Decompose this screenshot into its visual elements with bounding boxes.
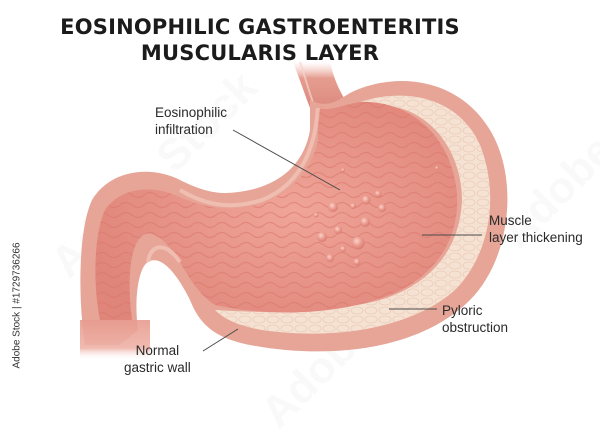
stock-watermark: Adobe Stock | #1729736266 [11, 242, 23, 369]
leader-line-normal [202, 328, 239, 352]
stomach-illustration [80, 61, 508, 360]
label-pyloric-obstruction: Pyloric obstruction [442, 302, 508, 336]
label-line: Eosinophilic [155, 105, 228, 120]
label-line: obstruction [442, 320, 509, 335]
label-line: Muscle [489, 213, 532, 228]
diagram-title-line-1: EOSINOPHILIC GASTROENTERITIS [60, 15, 460, 39]
diagram-title-line-2: MUSCULARIS LAYER [140, 41, 380, 65]
label-line: Pyloric [442, 303, 483, 318]
leader-line-eosinophilic [232, 129, 341, 191]
label-muscle-layer-thickening: Muscle layer thickening [489, 212, 583, 246]
diagram-canvas: Adobe Stock Adobe Stock Adobe Stock [11, 15, 583, 376]
label-line: Normal [135, 343, 180, 358]
label-line: infiltration [155, 122, 213, 137]
eosinophil-nodules [313, 166, 439, 266]
label-line: gastric wall [124, 360, 191, 375]
label-line: layer thickening [489, 230, 583, 245]
label-normal-gastric-wall: Normal gastric wall [124, 342, 191, 376]
label-eosinophilic-infiltration: Eosinophilic infiltration [155, 104, 227, 138]
